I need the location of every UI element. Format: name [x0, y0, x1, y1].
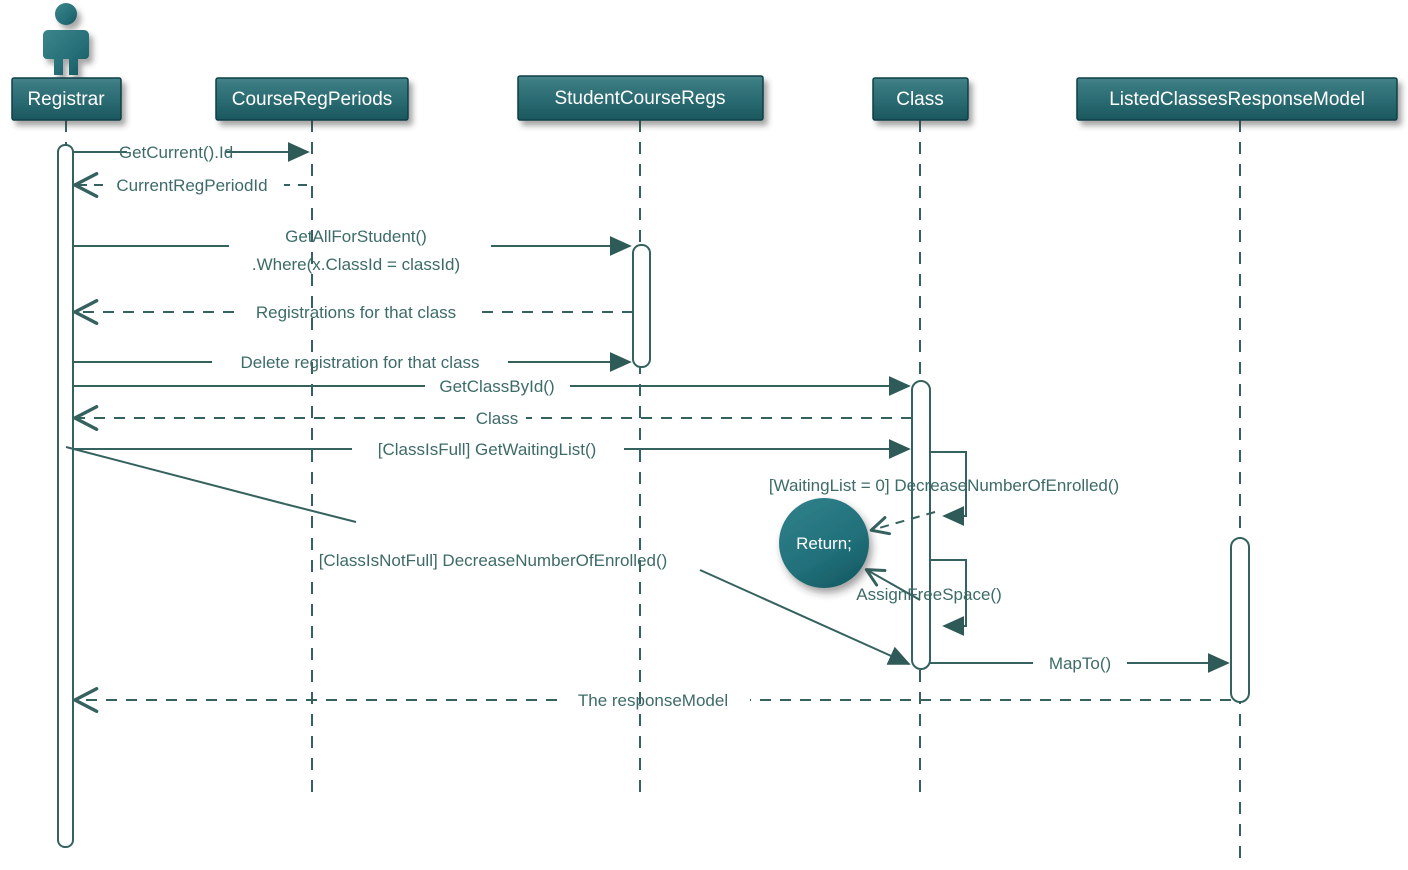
message-classisnotfull-decreasenumberofenrolled[interactable]: [ClassIsNotFull] DecreaseNumberOfEnrolle…	[65, 446, 911, 665]
activation-bar-listedclassesresponsemodel	[1230, 537, 1250, 703]
message-label-assignfreespace: AssignFreeSpace()	[856, 585, 1002, 604]
message-delete-registration[interactable]: Delete registration for that class	[73, 352, 632, 372]
return-node-label: Return;	[796, 534, 852, 553]
lifeline-header-registrar[interactable]: Registrar	[11, 77, 122, 121]
message-registrations-for-that-class[interactable]: Registrations for that class	[73, 299, 633, 325]
return-node-connector-upper	[869, 511, 936, 536]
lifeline-label-registrar: Registrar	[27, 89, 105, 110]
message-label-delete-registration: Delete registration for that class	[240, 353, 479, 372]
registrar-actor-icon	[43, 3, 89, 75]
lifeline-label-coursergperiods: CourseRegPeriods	[232, 89, 393, 110]
message-label-mapto: MapTo()	[1049, 654, 1111, 673]
message-label-class-return: Class	[476, 409, 519, 428]
message-label-waitinglist-decreasenumberofenrolled: [WaitingList = 0] DecreaseNumberOfEnroll…	[769, 476, 1119, 495]
message-label-currentregperiodid: CurrentRegPeriodId	[116, 176, 267, 195]
message-getcurrent-id[interactable]: GetCurrent().Id	[73, 142, 310, 162]
lifeline-label-studentcourseregs: StudentCourseRegs	[554, 88, 725, 109]
message-label-classisfull-getwaitinglist: [ClassIsFull] GetWaitingList()	[378, 440, 597, 459]
lifeline-header-listedclassesresponsemodel[interactable]: ListedClassesResponseModel	[1076, 77, 1398, 121]
message-assignfreespace[interactable]: AssignFreeSpace()	[856, 559, 1002, 636]
message-class-return[interactable]: Class	[73, 405, 912, 431]
activation-bar-class	[911, 380, 931, 670]
message-label-registrations-for-that-class: Registrations for that class	[256, 303, 456, 322]
activation-bar-studentcourseregs	[632, 244, 651, 368]
message-label-getcurrent-id: GetCurrent().Id	[119, 143, 233, 162]
message-getclassbyid[interactable]: GetClassById()	[73, 376, 911, 396]
message-label-classisnotfull-decreasenumberofenrolled: [ClassIsNotFull] DecreaseNumberOfEnrolle…	[319, 551, 668, 570]
message-getallforstudent[interactable]: GetAllForStudent() .Where(x.ClassId = cl…	[73, 227, 632, 274]
lifeline-header-class[interactable]: Class	[872, 77, 969, 121]
lifeline-label-class: Class	[896, 89, 944, 110]
message-label-the-responsemodel: The responseModel	[578, 691, 728, 710]
message-classisfull-getwaitinglist[interactable]: [ClassIsFull] GetWaitingList()	[73, 439, 911, 459]
return-node[interactable]: Return;	[779, 498, 869, 588]
lifeline-label-listedclassesresponsemodel: ListedClassesResponseModel	[1109, 89, 1365, 110]
lifeline-header-coursergperiods[interactable]: CourseRegPeriods	[215, 77, 409, 121]
message-waitinglist-decreasenumberofenrolled[interactable]: [WaitingList = 0] DecreaseNumberOfEnroll…	[769, 451, 1119, 526]
return-node-connector-lower	[864, 568, 921, 601]
activation-bar-registrar	[57, 144, 74, 848]
message-label-getclassbyid: GetClassById()	[439, 377, 554, 396]
message-label-getallforstudent-line1: GetAllForStudent()	[285, 227, 427, 246]
lifeline-header-studentcourseregs[interactable]: StudentCourseRegs	[517, 75, 764, 121]
message-mapto[interactable]: MapTo()	[930, 653, 1230, 673]
message-the-responsemodel[interactable]: The responseModel	[73, 687, 1231, 713]
message-currentregperiodid[interactable]: CurrentRegPeriodId	[73, 172, 313, 198]
message-label-getallforstudent-line2: .Where(x.ClassId = classId)	[252, 255, 460, 274]
